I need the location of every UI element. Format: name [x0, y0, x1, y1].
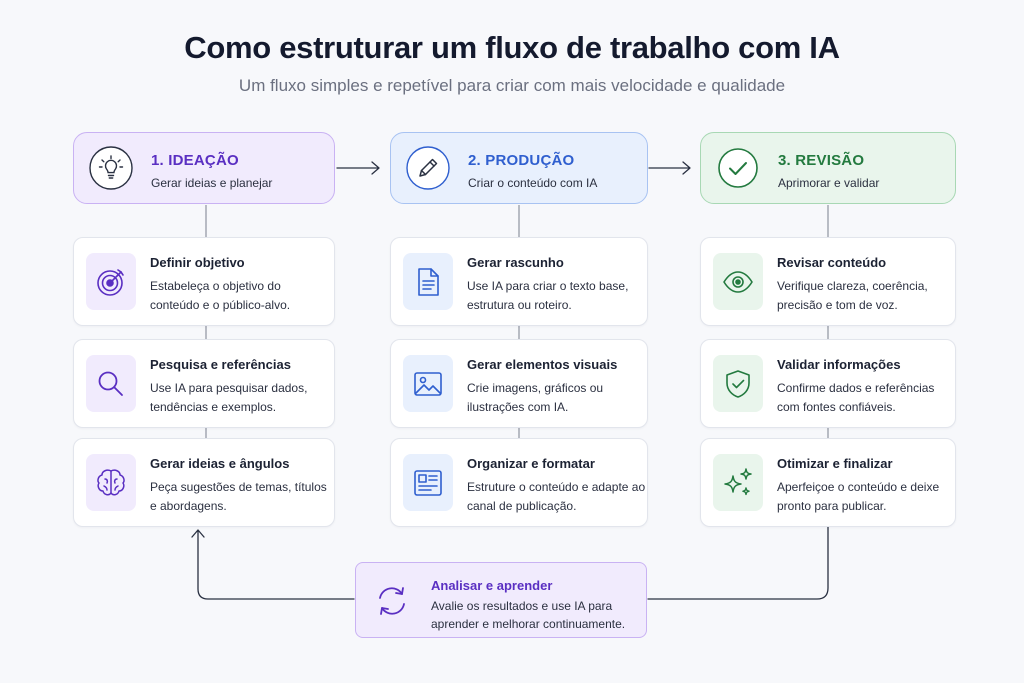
loop-line-to-ideation — [191, 529, 355, 600]
step-title: Revisar conteúdo — [777, 255, 887, 270]
step-title: Gerar ideias e ângulos — [150, 456, 290, 471]
feedback-description: Avalie os resultados e use IA para apren… — [431, 599, 626, 631]
target-icon — [97, 268, 124, 296]
step-title: Pesquisa e referências — [150, 357, 291, 372]
step-description: Aperfeiçoe o conteúdo e deixe pronto par… — [777, 480, 940, 513]
document-icon — [418, 267, 439, 296]
phase-title: 3. REVISÃO — [778, 152, 865, 169]
loop-line-from-review — [647, 522, 829, 600]
layout-icon — [414, 469, 442, 496]
phase-title: 2. PRODUÇÃO — [468, 152, 575, 169]
step-card-draft: Gerar rascunho Use IA para criar o texto… — [390, 237, 648, 326]
step-card-organize: Organizar e formatar Estruture o conteúd… — [390, 438, 648, 527]
step-description: Confirme dados e referências com fontes … — [777, 381, 935, 414]
step-title: Definir objetivo — [150, 255, 245, 270]
step-title: Validar informações — [777, 357, 901, 372]
phase-subtitle: Gerar ideias e planejar — [151, 176, 273, 190]
step-description: Use IA para criar o texto base, estrutur… — [467, 279, 629, 312]
step-title: Organizar e formatar — [467, 456, 595, 471]
step-card-research: Pesquisa e referências Use IA para pesqu… — [73, 339, 335, 428]
phase-production: 2. PRODUÇÃO Criar o conteúdo com IA — [390, 132, 648, 204]
step-card-finalize: Otimizar e finalizar Aperfeiçoe o conteú… — [700, 438, 956, 527]
arrow-production-to-review — [648, 161, 691, 175]
phase-subtitle: Aprimorar e validar — [778, 176, 880, 190]
feedback-loop-box: Analisar e aprender Avalie os resultados… — [355, 562, 647, 638]
phase-ideation: 1. IDEAÇÃO Gerar ideias e planejar — [73, 132, 335, 204]
step-description: Estruture o conteúdo e adapte ao canal d… — [467, 480, 646, 513]
step-description: Use IA para pesquisar dados, tendências … — [150, 381, 308, 414]
step-title: Gerar rascunho — [467, 255, 564, 270]
page-title: Como estruturar um fluxo de trabalho com… — [184, 30, 840, 65]
step-description: Crie imagens, gráficos ou ilustrações co… — [467, 381, 604, 414]
step-card-validate: Validar informações Confirme dados e ref… — [700, 339, 956, 428]
brain-icon — [97, 468, 125, 495]
step-description: Peça sugestões de temas, títulos e abord… — [150, 480, 327, 513]
step-card-generate-ideas: Gerar ideias e ângulos Peça sugestões de… — [73, 438, 335, 527]
step-description: Estabeleça o objetivo do conteúdo e o pú… — [150, 279, 291, 312]
step-card-review-content: Revisar conteúdo Verifique clareza, coer… — [700, 237, 956, 326]
phase-title: 1. IDEAÇÃO — [151, 152, 239, 169]
sparkles-icon — [724, 467, 752, 495]
phase-review: 3. REVISÃO Aprimorar e validar — [700, 132, 956, 204]
feedback-title: Analisar e aprender — [431, 578, 553, 593]
search-icon — [98, 371, 123, 396]
step-description: Verifique clareza, coerência, precisão e… — [777, 279, 928, 312]
check-circle-icon — [718, 148, 758, 188]
image-icon — [414, 371, 442, 396]
pencil-icon — [406, 146, 450, 190]
step-card-visuals: Gerar elementos visuais Crie imagens, gr… — [390, 339, 648, 428]
lightbulb-icon — [89, 146, 133, 190]
shield-check-icon — [726, 369, 750, 398]
eye-icon — [723, 270, 753, 293]
step-card-define-objective: Definir objetivo Estabeleça o objetivo d… — [73, 237, 335, 326]
phase-subtitle: Criar o conteúdo com IA — [468, 176, 598, 190]
step-title: Otimizar e finalizar — [777, 456, 893, 471]
refresh-cycle-icon — [379, 587, 405, 615]
step-title: Gerar elementos visuais — [467, 357, 618, 372]
arrow-ideation-to-production — [336, 161, 380, 175]
page-subtitle: Um fluxo simples e repetível para criar … — [238, 76, 786, 95]
